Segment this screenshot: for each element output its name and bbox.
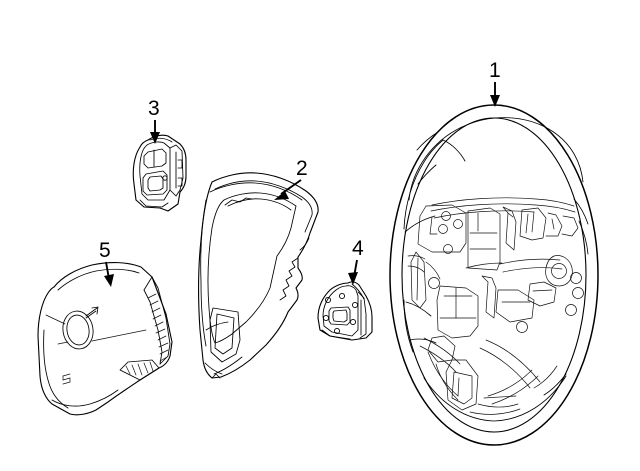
callout-number-2: 2 bbox=[296, 157, 308, 180]
part-5-driver-airbag-module bbox=[37, 262, 173, 416]
vehicle-emblem-icon bbox=[62, 306, 99, 350]
steering-wheel-armature bbox=[407, 197, 584, 415]
part-2-trim-bezel bbox=[198, 172, 319, 379]
part-3-left-switch-module bbox=[132, 134, 187, 212]
part-4-right-switch-module bbox=[317, 281, 373, 341]
srs-marking bbox=[62, 373, 71, 385]
part-1-steering-wheel bbox=[389, 104, 599, 446]
callout-number-4: 4 bbox=[352, 237, 364, 260]
callout-number-5: 5 bbox=[99, 239, 111, 262]
callout-leaders bbox=[104, 82, 500, 287]
callout-number-1: 1 bbox=[489, 59, 501, 82]
callout-number-3: 3 bbox=[148, 97, 160, 120]
